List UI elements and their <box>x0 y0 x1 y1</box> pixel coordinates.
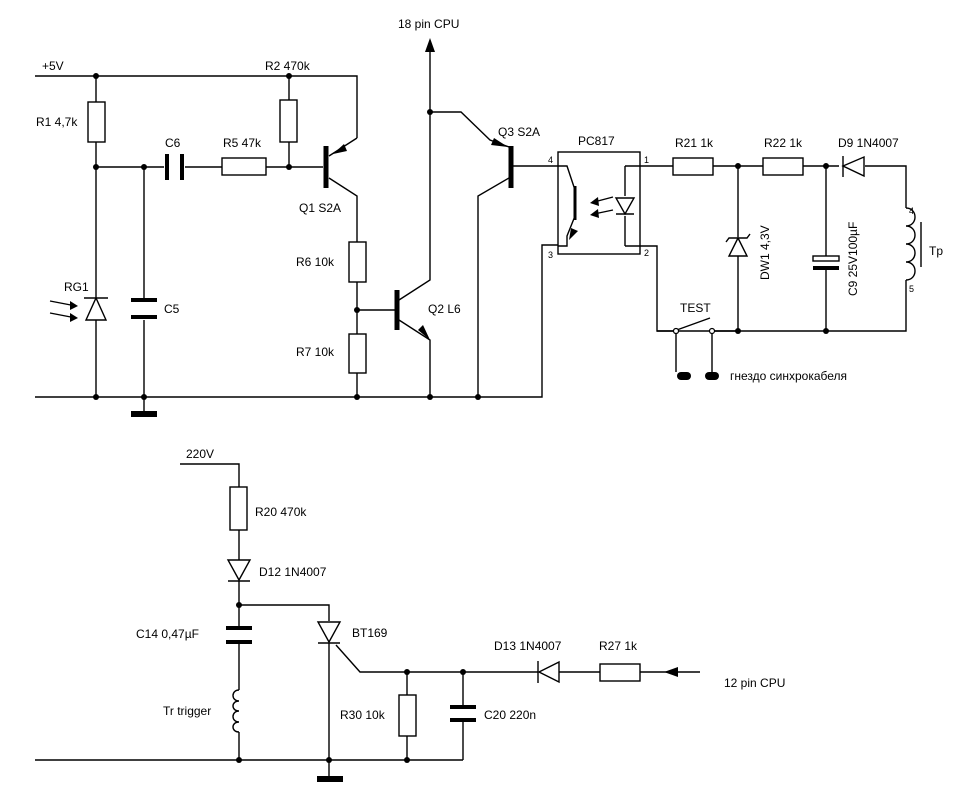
label-q3: Q3 S2A <box>498 125 540 139</box>
label-bt169: BT169 <box>352 626 388 640</box>
label-r20: R20 470k <box>255 505 307 519</box>
label-q2: Q2 L6 <box>428 302 461 316</box>
ground-symbol-top <box>131 397 157 417</box>
optocoupler-pc817-icon <box>557 151 641 255</box>
label-d9: D9 1N4007 <box>838 136 899 150</box>
label-pin1: 1 <box>644 155 649 165</box>
label-c6: C6 <box>165 136 181 150</box>
capacitor-c20-icon <box>450 705 476 722</box>
label-q1: Q1 S2A <box>299 201 341 215</box>
zener-dw1-icon <box>725 233 751 257</box>
transistor-q3-icon <box>491 138 514 188</box>
resistor-r27 <box>599 663 641 682</box>
label-ac: 220V <box>186 447 214 461</box>
label-d13: D13 1N4007 <box>494 639 562 653</box>
resistor-r6 <box>348 241 367 283</box>
cpu18-arrow-icon <box>425 38 435 52</box>
label-sync: гнездо синхрокабеля <box>730 369 847 383</box>
diode-d9-icon <box>841 155 865 178</box>
capacitor-c14-icon <box>226 626 252 644</box>
label-cpu12: 12 pin CPU <box>724 676 785 690</box>
resistor-r22 <box>762 157 804 176</box>
label-c14: C14 0,47µF <box>136 627 199 641</box>
label-r5: R5 47k <box>223 136 262 150</box>
label-c5: C5 <box>164 302 180 316</box>
bottom-junction-dots <box>236 602 466 763</box>
label-r27: R27 1k <box>599 639 638 653</box>
label-tp5: 5 <box>909 284 914 294</box>
sync-socket-icon <box>677 372 719 380</box>
label-c20: C20 220n <box>484 708 536 722</box>
label-r2: R2 470k <box>265 59 311 73</box>
label-r21: R21 1k <box>675 136 714 150</box>
label-rg1: RG1 <box>64 280 89 294</box>
resistor-r30 <box>398 694 417 737</box>
ground-symbol-bottom <box>317 760 343 782</box>
capacitor-c5 <box>131 298 157 319</box>
thyristor-bt169-icon <box>316 621 342 644</box>
top-circuit-wiring <box>35 48 907 398</box>
label-pin2: 2 <box>644 248 649 258</box>
label-vcc: +5V <box>42 59 64 73</box>
cpu12-arrow-icon <box>664 667 678 677</box>
label-trtrigger: Tr trigger <box>163 704 211 718</box>
top-junction-dots <box>93 73 829 400</box>
label-pin4: 4 <box>548 155 553 165</box>
resistor-r7 <box>348 333 367 374</box>
label-cpu18: 18 pin CPU <box>398 17 459 31</box>
photodiode-rg1-icon <box>49 296 108 322</box>
label-pc817: PC817 <box>578 134 615 148</box>
transformer-tp-icon <box>905 207 922 281</box>
resistor-r2 <box>279 99 298 143</box>
resistor-r1 <box>87 101 106 143</box>
capacitor-c6 <box>165 154 184 180</box>
resistor-r21 <box>672 157 714 176</box>
diode-d12-icon <box>226 559 252 582</box>
diode-d13-icon <box>537 660 560 684</box>
label-r30: R30 10k <box>340 708 386 722</box>
capacitor-c9-icon <box>812 255 840 270</box>
label-pin3: 3 <box>548 250 553 260</box>
label-r6: R6 10k <box>296 255 335 269</box>
label-tp: Tp <box>929 244 943 258</box>
test-switch-icon <box>672 327 716 335</box>
label-c9: C9 25V100µF <box>846 222 860 296</box>
resistor-r5 <box>221 157 267 176</box>
transistor-q1-icon <box>323 137 358 188</box>
label-r7: R7 10k <box>296 345 335 359</box>
resistor-r20 <box>229 486 248 531</box>
label-r22: R22 1k <box>764 136 803 150</box>
label-dw1: DW1 4,3V <box>758 225 772 280</box>
label-tp4: 4 <box>909 206 914 216</box>
trigger-coil-icon <box>232 689 240 733</box>
label-r1: R1 4,7k <box>36 115 78 129</box>
label-test: TEST <box>680 301 711 315</box>
transistor-q2-icon <box>394 290 430 340</box>
label-d12: D12 1N4007 <box>259 565 327 579</box>
